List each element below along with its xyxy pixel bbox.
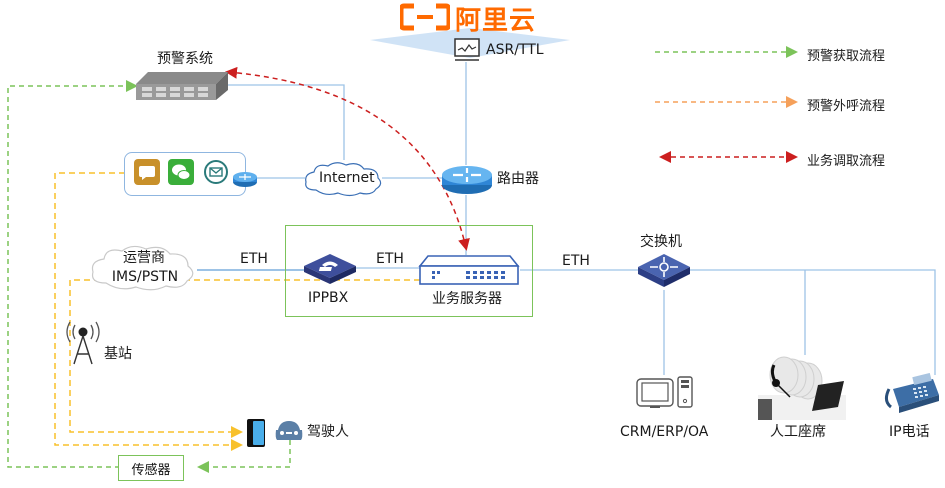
eth-label-3: ETH (562, 253, 590, 269)
asr-label: ASR/TTL (486, 42, 544, 58)
wechat-icon (168, 159, 194, 185)
call-center-agents-icon (758, 355, 846, 420)
router-icon (441, 163, 493, 195)
eth-label-1: ETH (240, 251, 268, 267)
legend-item-warning-acquisition: 预警获取流程 (807, 49, 886, 64)
legend-lines (655, 46, 798, 163)
eth-label-2: ETH (376, 251, 404, 267)
ippbx-label: IPPBX (308, 290, 349, 306)
antenna-tower-icon (62, 320, 104, 366)
internet-cloud-icon (302, 160, 384, 198)
link-switch-bus (690, 269, 936, 375)
server-rack-icon (136, 70, 228, 102)
desktop-computer-icon (636, 375, 694, 411)
ippbx-phone-icon (302, 252, 358, 286)
yellow-flow (54, 172, 420, 451)
smartphone-icon (246, 418, 266, 448)
red-flow (225, 66, 470, 251)
core-server-group (285, 225, 533, 317)
link-alert-internet (226, 84, 345, 160)
crm-label: CRM/ERP/OA (620, 424, 709, 440)
alert-system-label: 预警系统 (157, 51, 213, 67)
aliyun-logo-icon (398, 2, 452, 32)
base-station-label: 基站 (104, 346, 132, 362)
monitor-waveform-icon (453, 38, 481, 62)
ip-phone-icon (883, 372, 941, 415)
sensor-label: 传感器 (131, 462, 171, 478)
green-flow (7, 80, 291, 473)
car-icon (274, 418, 304, 442)
message-bubble-icon (134, 159, 160, 185)
switch-label: 交换机 (640, 234, 682, 250)
switch-icon (636, 252, 692, 290)
ip-phone-label: IP电话 (889, 424, 930, 440)
biz-server-label: 业务服务器 (432, 291, 502, 307)
carrier-cloud-icon (88, 243, 200, 293)
internet-label: Internet (319, 170, 375, 186)
router-label: 路由器 (497, 171, 539, 187)
legend-item-business-retrieval: 业务调取流程 (807, 154, 886, 169)
mail-icon (203, 159, 229, 185)
aliyun-brand-name: 阿里云 (455, 6, 537, 36)
small-router-icon (232, 170, 258, 188)
driver-label: 驾驶人 (307, 424, 349, 440)
agents-label: 人工座席 (770, 424, 826, 440)
legend-item-warning-outbound: 预警外呼流程 (807, 99, 886, 114)
carrier-label-line2: IMS/PSTN (111, 269, 179, 285)
carrier-label-line1: 运营商 (123, 250, 165, 266)
sensor-box: 传感器 (118, 455, 184, 481)
biz-server-icon (418, 254, 520, 286)
